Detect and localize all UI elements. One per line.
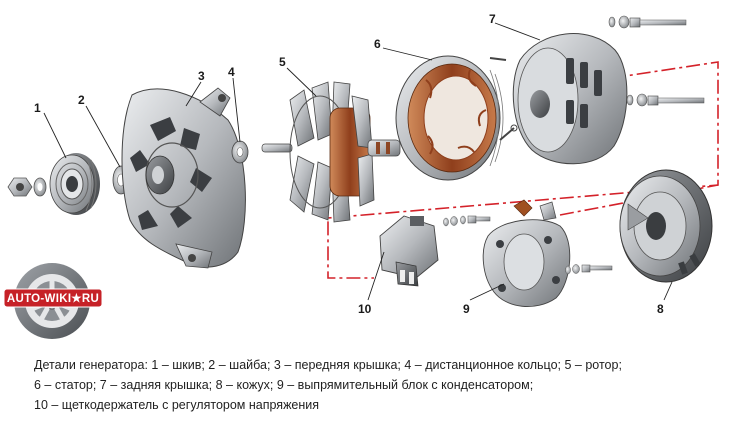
callout-labels: 1 2 3 4 5 6 7 8 9 10 xyxy=(34,12,664,316)
pulley-assembly xyxy=(7,153,100,215)
callout-6: 6 xyxy=(374,37,381,51)
figure-caption: Детали генератора: 1 – шкив; 2 – шайба; … xyxy=(34,355,714,415)
casing xyxy=(619,169,713,283)
spacer-ring xyxy=(231,140,249,164)
caption-line-2: 6 – статор; 7 – задняя крышка; 8 – кожух… xyxy=(34,378,534,392)
caption-line-3: 10 – щеткодержатель с регулятором напряж… xyxy=(34,398,320,412)
callout-8: 8 xyxy=(657,302,664,316)
rectifier-block xyxy=(482,199,613,307)
pulley xyxy=(49,153,100,215)
callout-3: 3 xyxy=(198,69,205,83)
rotor xyxy=(261,81,401,223)
front-cover xyxy=(121,87,246,269)
callout-7: 7 xyxy=(489,12,496,26)
logo-text: AUTO-WIKI★RU xyxy=(7,292,99,305)
rear-bolts xyxy=(608,15,705,107)
callout-9: 9 xyxy=(463,302,470,316)
leader-lines xyxy=(43,22,673,301)
logo-banner xyxy=(3,288,103,308)
callout-10: 10 xyxy=(358,302,372,316)
callout-4: 4 xyxy=(228,65,235,79)
callout-1: 1 xyxy=(34,101,41,115)
caption-line-1: Детали генератора: 1 – шкив; 2 – шайба; … xyxy=(34,358,622,372)
stator xyxy=(395,55,518,181)
callout-5: 5 xyxy=(279,55,286,69)
rear-cover xyxy=(512,33,628,165)
brush-holder-regulator xyxy=(379,215,491,287)
callout-2: 2 xyxy=(78,93,85,107)
auto-wiki-logo: AUTO-WIKI★RU xyxy=(3,263,103,339)
